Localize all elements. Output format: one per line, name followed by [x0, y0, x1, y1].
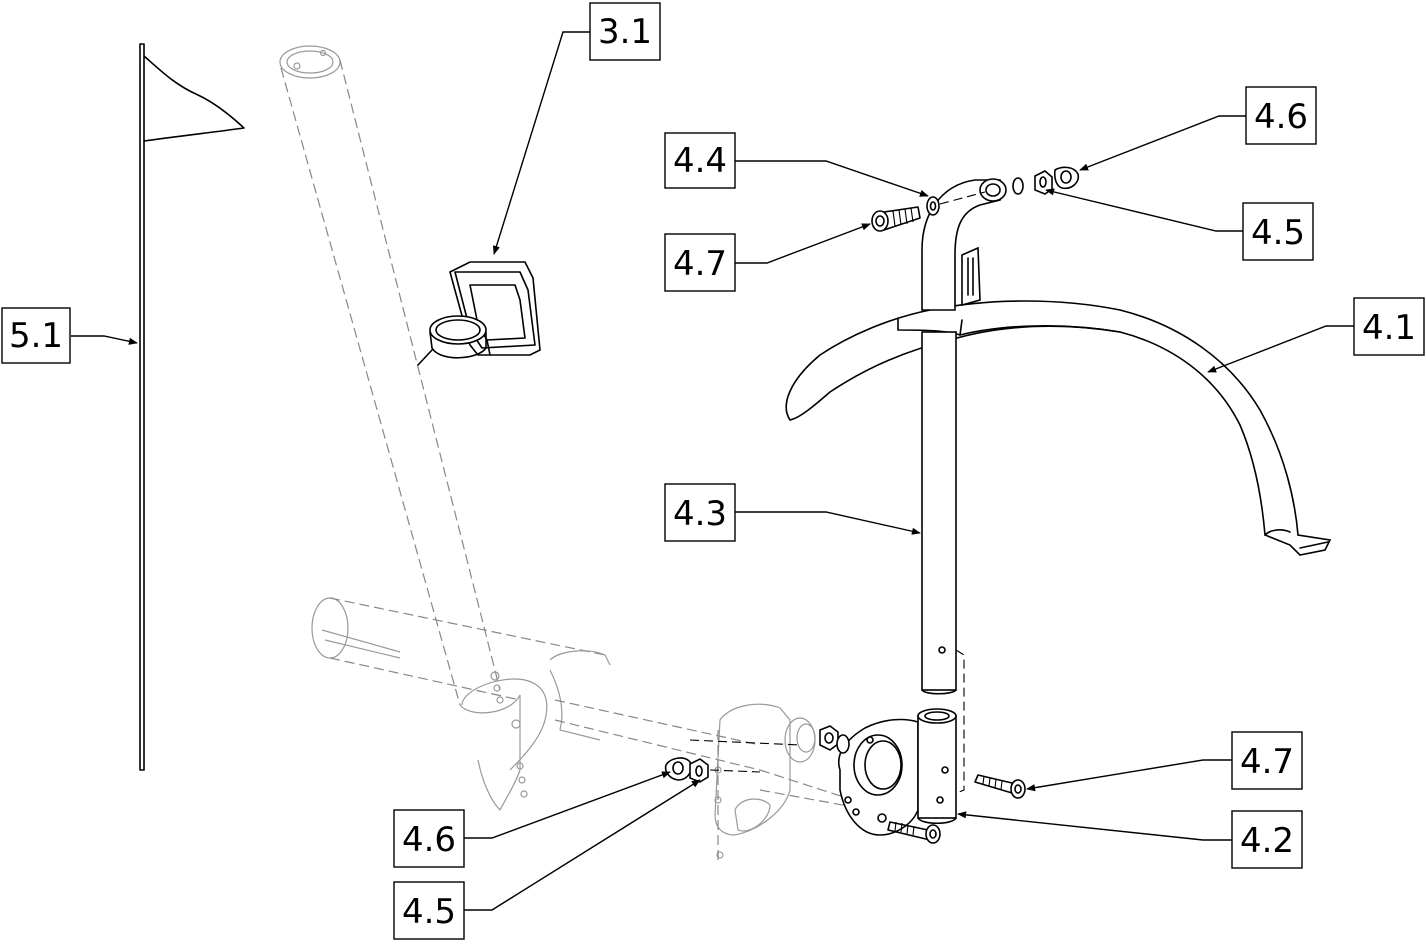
callout-4-6-top: 4.6 — [1079, 86, 1317, 171]
lock-washer-top — [1012, 177, 1024, 195]
frame-tube-ghost — [279, 45, 916, 860]
svg-text:5.1: 5.1 — [9, 316, 63, 356]
hardware-parts — [664, 166, 1080, 844]
callout-4-3: 4.3 — [664, 483, 921, 542]
callout-4-5-bottom: 4.5 — [393, 779, 701, 940]
control-box-part — [417, 261, 541, 366]
callout-4-6-bottom: 4.6 — [393, 771, 671, 868]
screw-top — [871, 206, 921, 232]
nut-bottom — [664, 757, 709, 783]
svg-text:4.3: 4.3 — [673, 494, 727, 534]
svg-text:4.6: 4.6 — [402, 820, 456, 860]
svg-text:4.5: 4.5 — [402, 892, 456, 932]
svg-text:4.2: 4.2 — [1240, 821, 1294, 861]
washer — [926, 196, 940, 216]
callout-3-1: 3.1 — [492, 2, 661, 255]
svg-text:4.7: 4.7 — [673, 244, 727, 284]
svg-text:3.1: 3.1 — [598, 12, 652, 52]
callout-4-7-bottom: 4.7 — [1026, 731, 1303, 792]
callout-4-1: 4.1 — [1207, 297, 1425, 373]
callout-4-4: 4.4 — [664, 132, 929, 197]
callout-4-2: 4.2 — [957, 810, 1303, 869]
svg-text:4.5: 4.5 — [1251, 213, 1305, 253]
callout-4-5-top: 4.5 — [1045, 188, 1314, 261]
mount-bracket-part — [838, 708, 957, 836]
svg-text:4.1: 4.1 — [1362, 308, 1416, 348]
callout-5-1: 5.1 — [1, 307, 138, 364]
safety-flag-part — [139, 43, 245, 771]
fender-bracket-tube-part — [921, 178, 1007, 796]
fender-part — [785, 300, 1332, 556]
svg-text:4.7: 4.7 — [1240, 742, 1294, 782]
screw-bracket — [887, 821, 941, 844]
nut-top — [1034, 166, 1080, 195]
svg-text:4.4: 4.4 — [673, 141, 727, 181]
svg-text:4.6: 4.6 — [1254, 97, 1308, 137]
screw-bottom — [974, 774, 1026, 799]
callout-4-7-top: 4.7 — [664, 223, 871, 292]
